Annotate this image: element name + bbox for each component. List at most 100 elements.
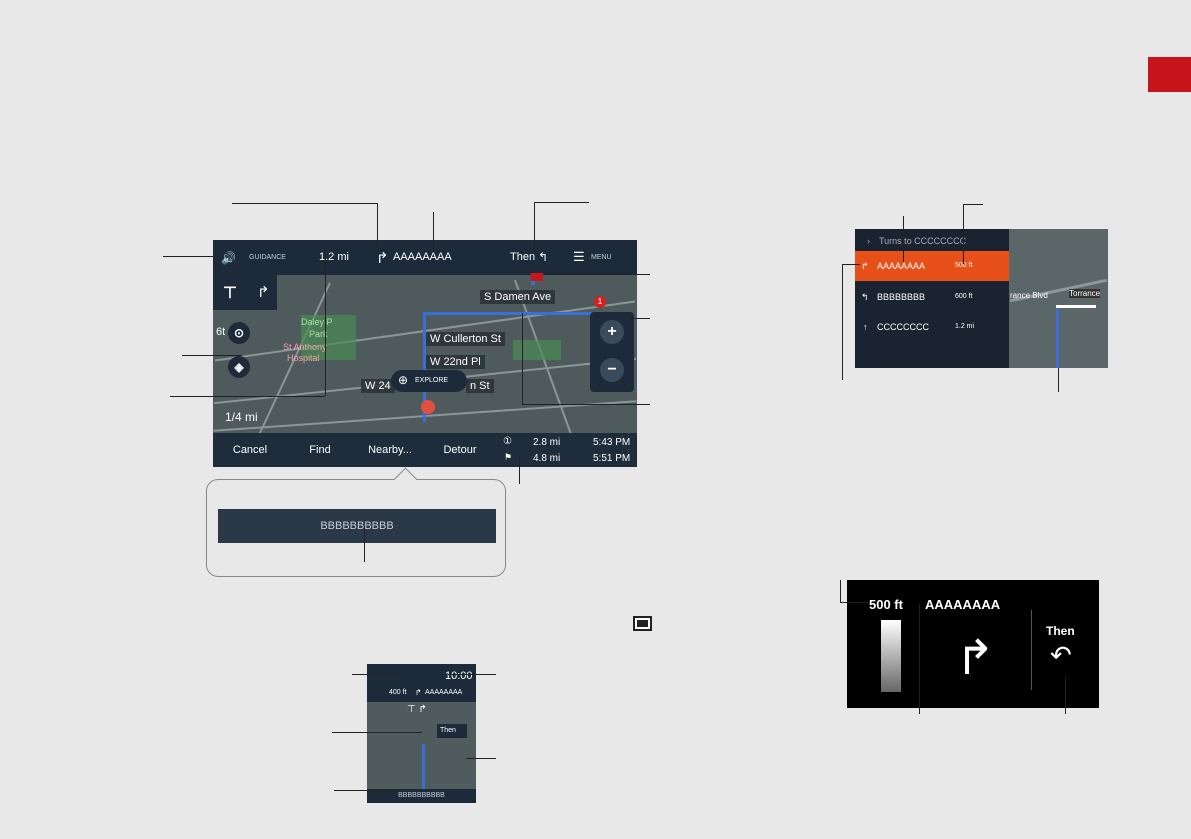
small-navigation-screen: 10:00 400 ft ↱ AAAAAAAA ⊤ ↱ Then BBBBBBB…: [367, 664, 476, 803]
leader-line: [903, 216, 904, 262]
leader-line: [325, 258, 326, 396]
leader-line: [182, 355, 242, 356]
leader-line: [352, 674, 400, 675]
street-label: S Damen Ave: [480, 290, 556, 304]
guidance-label[interactable]: GUIDANCE: [249, 254, 286, 261]
cancel-button[interactable]: Cancel: [232, 444, 268, 456]
side-label: 6t: [216, 326, 226, 338]
eta-time: 5:51 PM: [593, 453, 631, 464]
turn-list-item[interactable]: ↰ BBBBBBBB 600 ft: [855, 281, 1009, 311]
turn-distance: 600 ft: [955, 293, 973, 300]
guidance-bar: 🔊 GUIDANCE 1.2 mi ↱ AAAAAAAA Then ↰ ☰ ME…: [213, 240, 637, 275]
poi-label: St Anthony: [283, 342, 327, 352]
park-area: [301, 315, 356, 360]
next-street-name: AAAAAAAA: [393, 251, 452, 263]
turn-list-item[interactable]: ↱ AAAAAAAA 500 ft: [855, 251, 1009, 281]
leader-line: [522, 313, 523, 405]
speaker-icon[interactable]: 🔊: [221, 251, 236, 265]
distance-to-turn: 1.2 mi: [319, 251, 349, 263]
clock: 10:00: [445, 670, 473, 682]
leader-line: [545, 274, 650, 275]
leader-line: [842, 264, 860, 265]
compass-icon[interactable]: ⊙: [228, 322, 250, 344]
explore-button[interactable]: ⊕ EXPLORE: [391, 370, 467, 392]
leader-line: [364, 526, 365, 562]
turn-distance: 500 ft: [955, 262, 973, 269]
turn-street: CCCCCCCC: [877, 322, 929, 332]
turn-right-icon: ↱: [415, 688, 422, 697]
poi-label: Park: [309, 329, 328, 339]
map-label: rance Blvd: [1010, 291, 1048, 300]
divider: [1031, 610, 1032, 690]
leader-line: [519, 456, 520, 484]
eta-panel[interactable]: ① 2.8 mi 5:43 PM ⚑ 4.8 mi 5:51 PM: [495, 433, 637, 467]
leader-line: [840, 602, 868, 603]
callout-bar: BBBBBBBBBB: [218, 509, 496, 543]
find-button[interactable]: Find: [309, 444, 331, 456]
detour-button[interactable]: Detour: [443, 444, 477, 456]
small-then: Then: [437, 724, 467, 738]
waypoint-icon: ①: [503, 436, 512, 447]
street-label: W Cullerton St: [426, 332, 505, 346]
route-line: [422, 744, 425, 789]
eta-distance: 4.8 mi: [533, 453, 561, 464]
lane-split-icon: ⊤: [223, 285, 237, 302]
then-label: Then: [440, 727, 456, 734]
then-label: Then: [510, 251, 536, 263]
leader-line: [522, 404, 650, 405]
turn-list-header[interactable]: › Turns to CCCCCCCC: [855, 229, 1009, 251]
zoom-controls: + −: [590, 312, 634, 392]
leader-line: [534, 202, 535, 249]
leader-line: [1058, 368, 1059, 392]
park-area: [513, 340, 561, 360]
leader-line: [630, 318, 650, 319]
nearby-button[interactable]: Nearby...: [368, 444, 412, 456]
turn-street: AAAAAAAA: [877, 261, 926, 271]
street-label: W 24: [361, 379, 395, 393]
turn-icon: ↰: [861, 292, 869, 302]
route-line: [1056, 305, 1096, 308]
cluster-street: AAAAAAAA: [925, 597, 1001, 612]
turn-list-title: Turns to CCCCCCCC: [879, 236, 967, 246]
destination-flag-icon: [531, 273, 543, 281]
turn-distance: 1.2 mi: [955, 323, 975, 330]
turn-right-icon: ↱: [376, 250, 389, 267]
menu-label[interactable]: MENU: [591, 254, 612, 261]
map-scale: 1/4 mi: [225, 410, 258, 424]
eta-time: 5:43 PM: [593, 437, 631, 448]
street-label: n St: [466, 379, 494, 393]
u-turn-icon: ↶: [1050, 640, 1072, 670]
zoom-out-button[interactable]: −: [600, 358, 624, 382]
flag-icon: ⚑: [504, 452, 513, 462]
leader-line: [163, 256, 218, 257]
lane-guidance-icon: ⊤ ↱: [407, 704, 427, 715]
zoom-in-button[interactable]: +: [600, 320, 624, 344]
leader-line: [448, 674, 496, 675]
leader-line: [377, 203, 378, 247]
vehicle-position-icon: [421, 400, 435, 414]
cluster-then: Then: [1046, 624, 1075, 638]
route-line: [423, 312, 628, 315]
turn-list-item[interactable]: ↑ CCCCCCCC 1.2 mi: [855, 311, 1009, 341]
leader-line: [534, 202, 589, 203]
turn-street: BBBBBBBB: [877, 292, 926, 302]
small-distance: 400 ft: [389, 689, 407, 696]
turn-icon: ↱: [861, 261, 869, 271]
marker-badge: 1: [594, 296, 606, 308]
route-line: [1056, 305, 1059, 368]
callout-box: BBBBBBBBBB: [206, 479, 506, 577]
leader-line: [919, 604, 920, 714]
menu-icon[interactable]: ☰: [573, 249, 585, 264]
lane-guidance: ⊤ ↱: [213, 275, 277, 310]
turn-right-icon: ↱: [955, 632, 996, 685]
eta-distance: 2.8 mi: [533, 437, 561, 448]
small-guidance-bar: 10:00 400 ft ↱ AAAAAAAA: [367, 664, 476, 702]
layers-icon[interactable]: ◈: [228, 356, 250, 378]
leader-line: [840, 580, 841, 602]
street-label: W 22nd Pl: [426, 355, 485, 369]
leader-line: [1065, 677, 1066, 714]
chevron-icon: ›: [867, 236, 870, 246]
section-tab: [1148, 57, 1191, 92]
turn-list-screen: rance Blvd Torrance › Turns to CCCCCCCC …: [855, 229, 1108, 368]
poi-label: Daley P: [301, 317, 333, 327]
